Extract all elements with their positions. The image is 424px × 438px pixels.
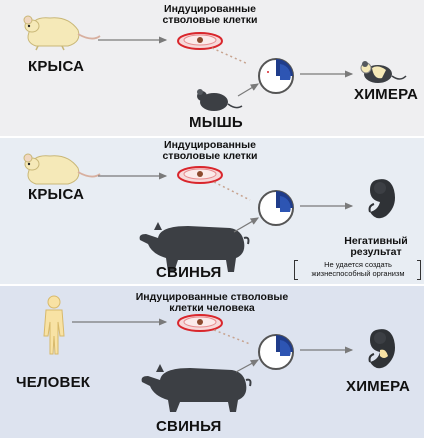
result-caption: Негативный результат bbox=[336, 236, 416, 258]
cells-caption-line2: клетки человека bbox=[169, 302, 255, 314]
note-text: Не удается создать жизнеспособный органи… bbox=[298, 260, 418, 278]
chimera-embryo-icon bbox=[368, 329, 395, 369]
cells-caption: Индуцированные стволовые клетки человека bbox=[122, 292, 302, 314]
blastocyst-icon bbox=[258, 58, 294, 94]
note-line2: жизнеспособный организм bbox=[311, 269, 405, 278]
cells-caption: Индуцированные стволовые клетки bbox=[150, 140, 270, 162]
note-line1: Не удается создать bbox=[324, 260, 392, 269]
cells-caption-line2: стволовые клетки bbox=[162, 150, 258, 162]
rat-icon bbox=[23, 15, 101, 51]
panel-human-pig bbox=[0, 286, 424, 438]
cells-caption-line1: Индуцированные стволовые bbox=[135, 291, 289, 303]
petri-dish-icon bbox=[177, 32, 223, 50]
arrow-pig-to-blastocyst bbox=[235, 359, 260, 373]
note-bracket-right bbox=[417, 260, 421, 280]
note-bracket-left bbox=[294, 260, 298, 280]
rat-icon bbox=[23, 153, 101, 185]
host-label: СВИНЬЯ bbox=[156, 418, 222, 435]
pig-icon bbox=[139, 222, 250, 272]
host-label: МЫШЬ bbox=[189, 114, 243, 131]
pig-icon bbox=[141, 364, 252, 412]
injection-path bbox=[211, 47, 249, 65]
human-icon bbox=[43, 295, 65, 355]
blastocyst-icon bbox=[258, 190, 294, 226]
injection-path bbox=[213, 181, 251, 201]
blastocyst-icon bbox=[258, 334, 294, 370]
cells-caption-line1: Индуцированные bbox=[164, 3, 256, 15]
arrow-mouse-to-blastocyst bbox=[237, 83, 260, 97]
mouse-icon bbox=[197, 89, 243, 111]
petri-dish-icon bbox=[177, 166, 223, 184]
injection-path bbox=[213, 329, 251, 345]
donor-label: ЧЕЛОВЕК bbox=[16, 374, 91, 391]
petri-dish-icon bbox=[177, 314, 223, 332]
arrow-pig-to-blastocyst bbox=[233, 217, 260, 233]
donor-label: КРЫСА bbox=[28, 58, 85, 75]
result-line1: Негативный bbox=[344, 235, 408, 247]
donor-label: КРЫСА bbox=[28, 186, 85, 203]
cells-caption-line2: стволовые клетки bbox=[162, 14, 258, 26]
result-line2: результат bbox=[350, 246, 402, 258]
result-label: ХИМЕРА bbox=[346, 378, 411, 395]
embryo-icon bbox=[368, 179, 395, 219]
cells-caption-line1: Индуцированные bbox=[164, 139, 256, 151]
result-label: ХИМЕРА bbox=[354, 86, 419, 103]
cells-caption: Индуцированные стволовые клетки bbox=[150, 4, 270, 26]
host-label: СВИНЬЯ bbox=[156, 264, 222, 281]
chimera-mouse-icon bbox=[360, 61, 407, 83]
